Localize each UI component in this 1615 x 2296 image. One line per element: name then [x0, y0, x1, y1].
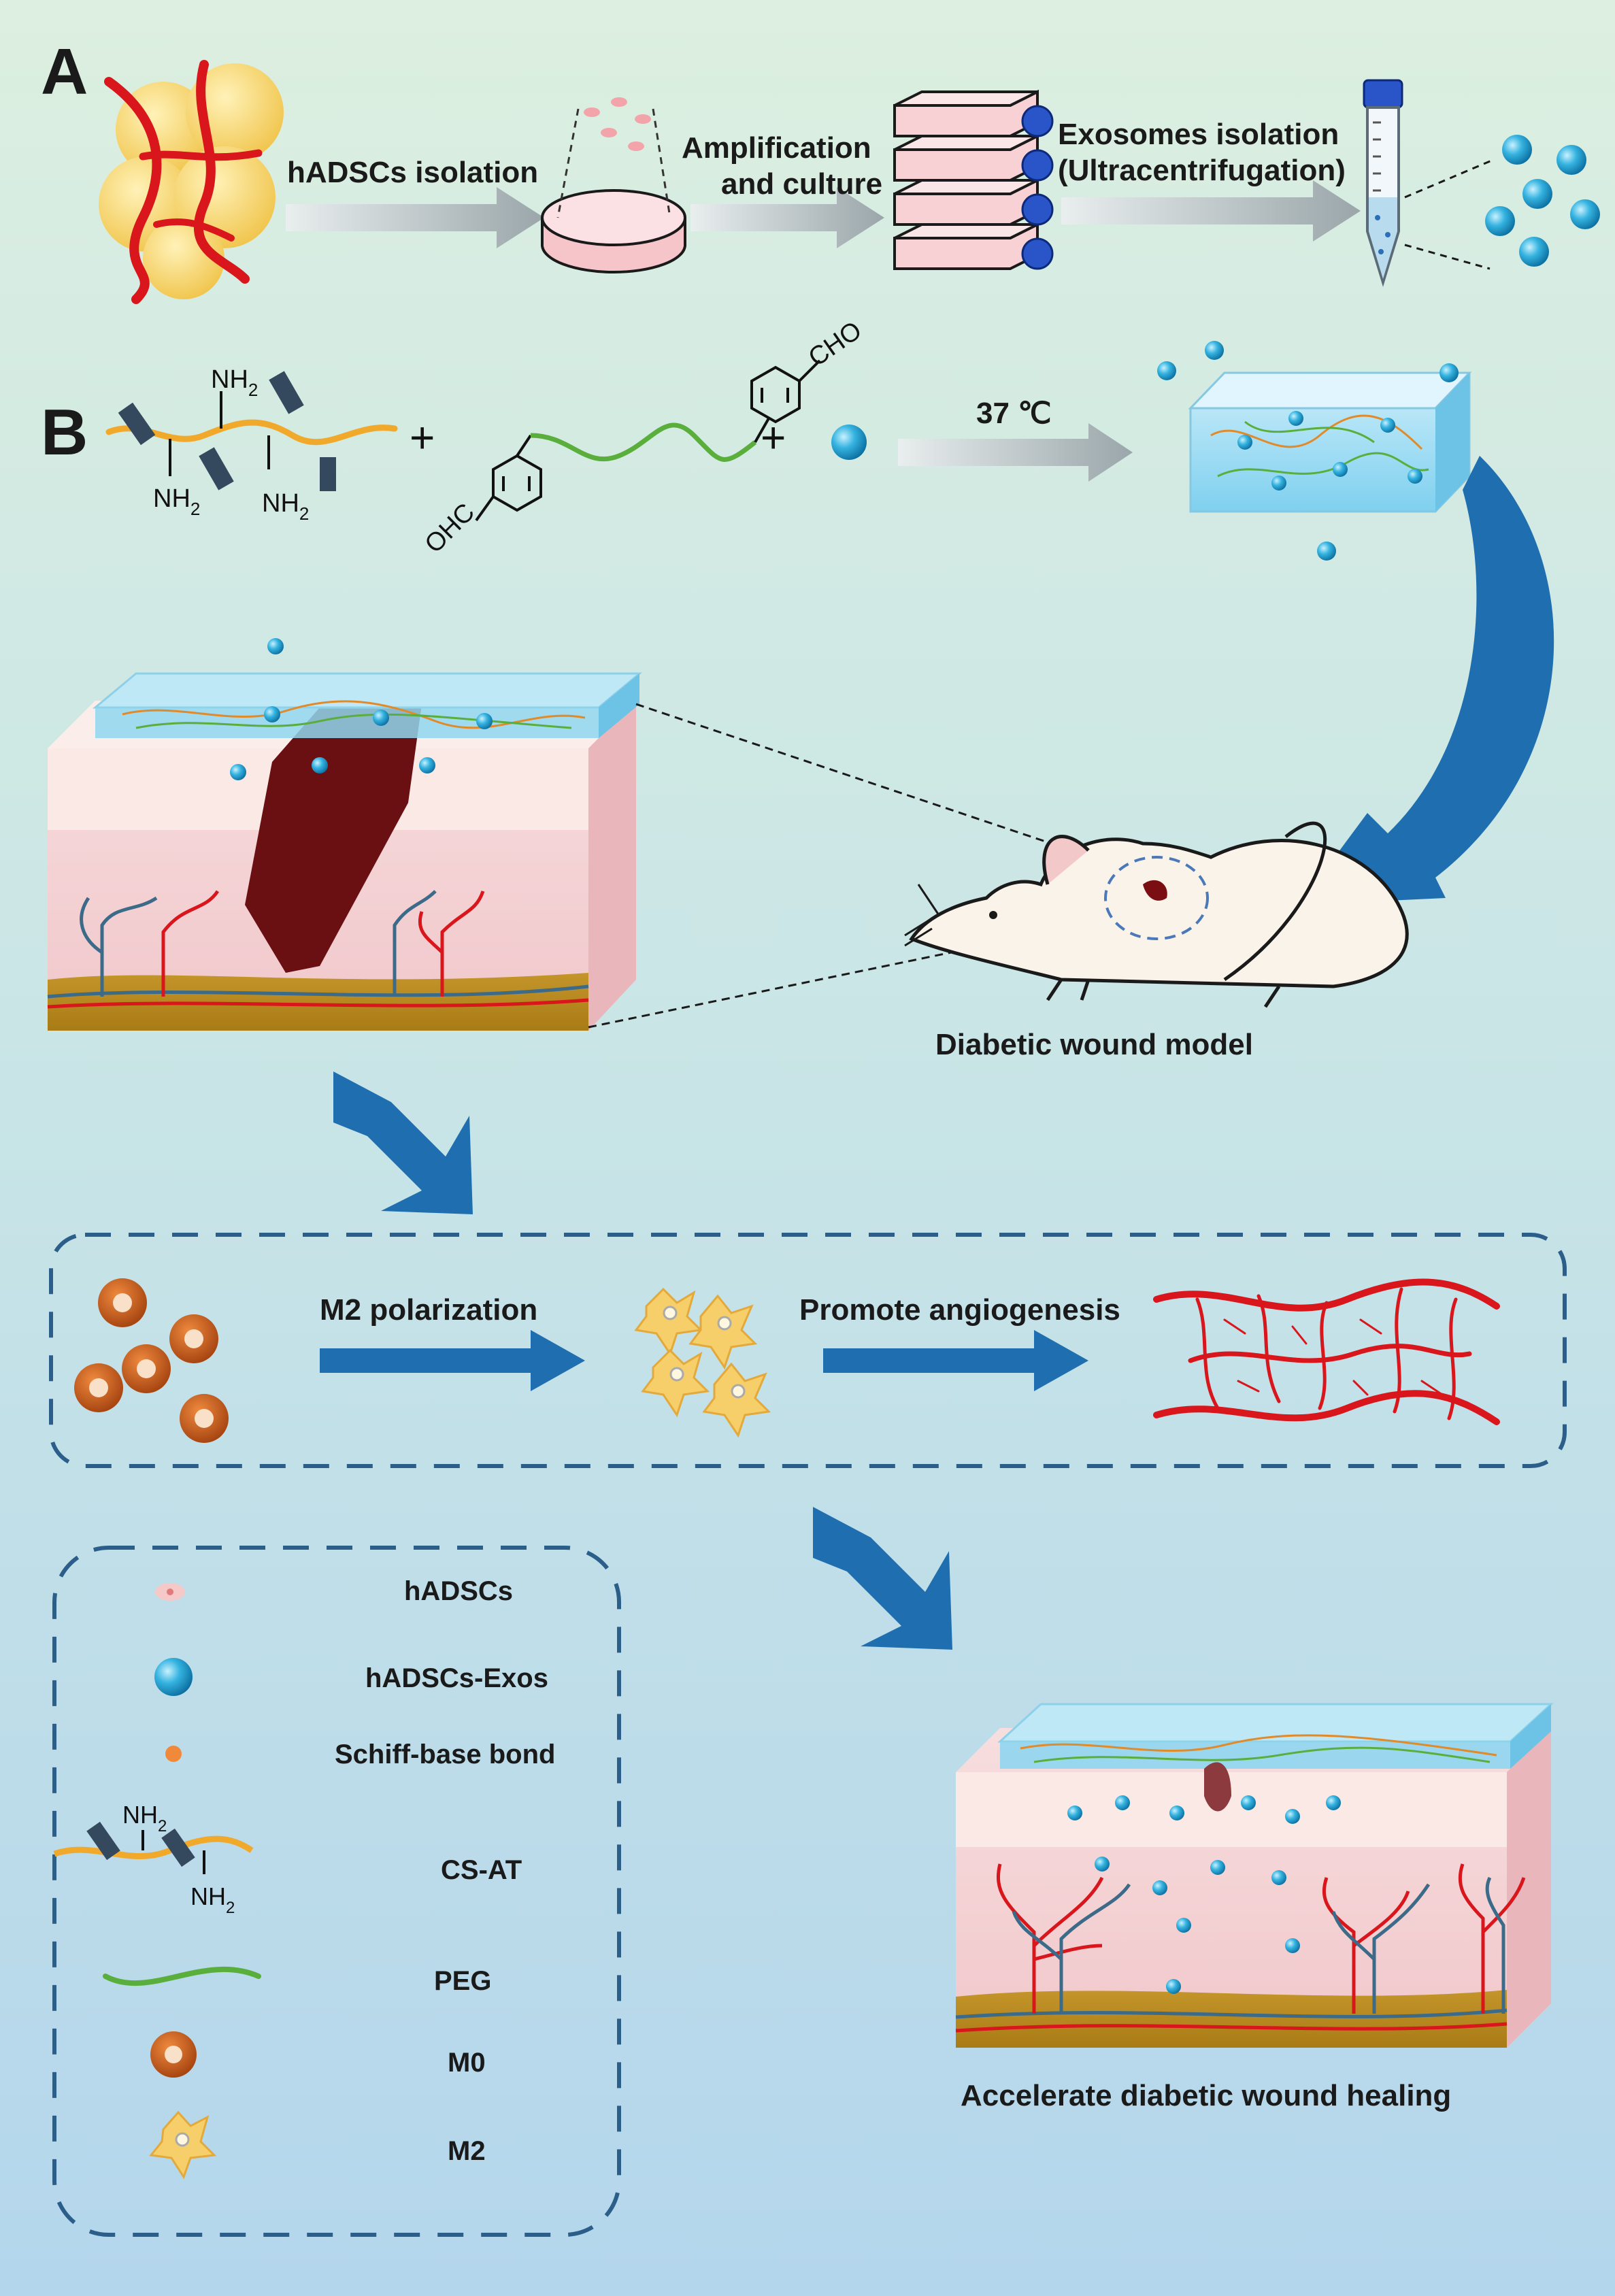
step-amplification-line1: Amplification [682, 131, 871, 165]
step-exosomes-line1: Exosomes isolation [1058, 118, 1339, 151]
wound-skin-section [47, 638, 643, 1031]
healed-skin-section [955, 1703, 1554, 2048]
m2-polarization-label: M2 polarization [320, 1293, 537, 1327]
outcome-label: Accelerate diabetic wound healing [961, 2079, 1451, 2112]
hydrogel-block-icon [1188, 371, 1472, 513]
legend-exos-label: hADSCs-Exos [365, 1663, 548, 1693]
step-amplification-line2: and culture [721, 167, 882, 201]
legend-m2-label: M2 [448, 2136, 486, 2166]
arrow-ultracentrifugation [1061, 180, 1361, 242]
mechanism-box [49, 1233, 1567, 1468]
legend-hadscs-label: hADSCs [404, 1576, 513, 1606]
temperature-label: 37 ℃ [976, 397, 1052, 430]
adipose-tissue-icon [99, 60, 284, 304]
arrow-isolation [286, 187, 544, 248]
cs-at-chain [105, 371, 398, 491]
angiogenesis-label: Promote angiogenesis [799, 1293, 1120, 1327]
petri-dish-icon [541, 97, 686, 273]
down-arrow-1 [333, 1071, 473, 1214]
arrow-angiogenesis [823, 1330, 1088, 1391]
legend-schiff-label: Schiff-base bond [335, 1740, 555, 1769]
legend-csat-icon [53, 1821, 254, 1874]
arrow-gelation [898, 423, 1133, 482]
legend-peg-label: PEG [434, 1966, 491, 1996]
legend-csat-label: CS-AT [441, 1855, 522, 1885]
plus-sign-2: + [761, 413, 786, 462]
legend-exos-icon [154, 1658, 193, 1696]
legend-csat-nh2-top: NH2 [122, 1801, 167, 1835]
m0-macrophage-group [74, 1278, 229, 1443]
step-exosomes-line2: (Ultracentrifugation) [1058, 154, 1346, 187]
legend-box [52, 1546, 621, 2237]
legend-hadscs-icon [155, 1583, 185, 1601]
down-arrow-2 [813, 1507, 952, 1650]
step-hadscs-isolation: hADSCs isolation [287, 156, 538, 189]
plus-sign-1: + [410, 413, 435, 462]
nh2-top-label: NH2 [211, 365, 258, 400]
arrow-amplification [690, 187, 884, 248]
exosome-cluster-icon [1485, 135, 1600, 267]
centrifuge-tube-icon [1363, 79, 1494, 287]
legend-m0-label: M0 [448, 2048, 486, 2078]
blood-vessel-network-icon [1153, 1278, 1500, 1425]
exosome-reactant-icon [831, 425, 867, 460]
peg-dialdehyde-molecule [475, 359, 821, 522]
culture-flasks-icon [893, 89, 1054, 270]
panel-a-letter: A [41, 35, 88, 108]
panel-b-letter: B [41, 396, 88, 469]
arrow-m2-polarization [320, 1330, 585, 1391]
diabetic-mouse-icon [904, 821, 1409, 1008]
legend-m0-icon [150, 2031, 197, 2078]
nh2-left-label: NH2 [153, 484, 200, 519]
legend-peg-icon [103, 1966, 261, 1986]
nh2-right-label: NH2 [262, 489, 309, 524]
m2-macrophage-group [634, 1287, 771, 1438]
legend-schiff-icon [165, 1746, 182, 1762]
legend-m2-icon [149, 2110, 217, 2180]
curved-arrow [1299, 456, 1554, 905]
model-label: Diabetic wound model [935, 1028, 1253, 1061]
legend-csat-nh2-bottom: NH2 [190, 1882, 235, 1917]
